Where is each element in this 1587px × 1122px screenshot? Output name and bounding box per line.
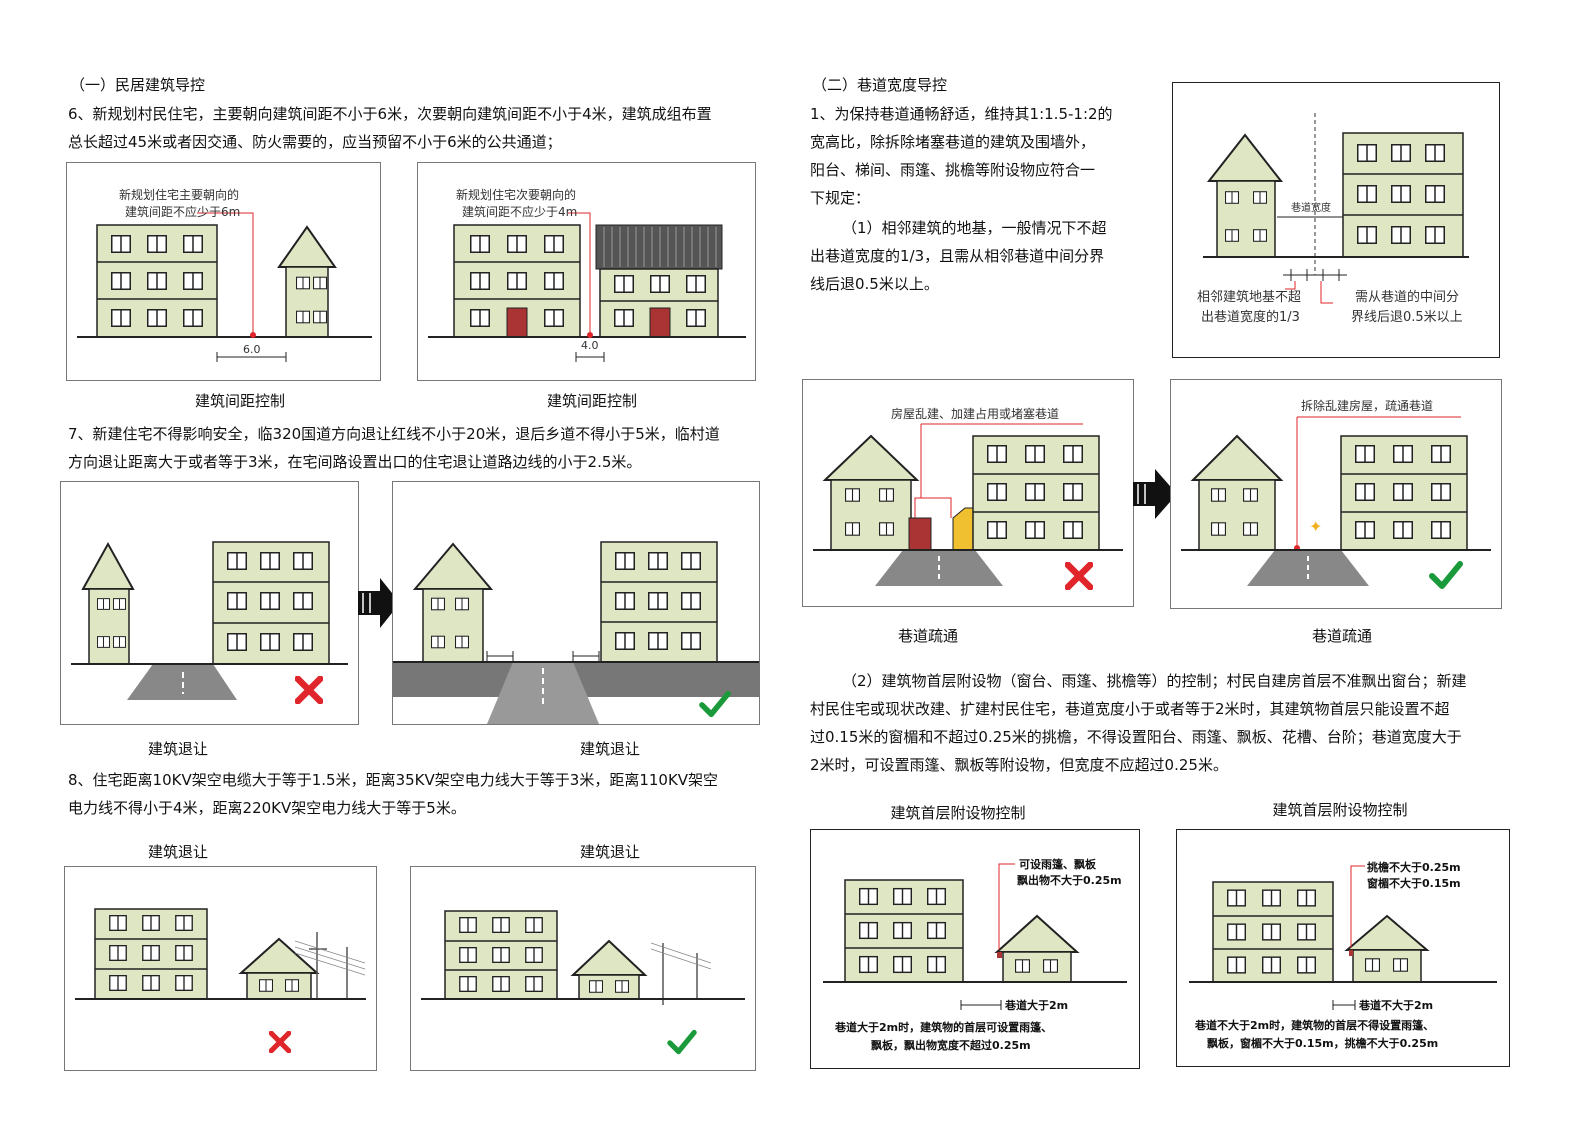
sub1-line3: 线后退0.5米以上。 bbox=[810, 275, 939, 293]
item8-line1: 8、住宅距离10KV架空电缆大于等于1.5米，距离35KV架空电力线大于等于3米… bbox=[68, 771, 719, 789]
figure-main-spacing: 新规划住宅主要朝向的 建筑间距不应少于6m 6.0 bbox=[66, 162, 381, 381]
caption-fig-e: 建筑退让 bbox=[147, 843, 208, 861]
figure-setback-after bbox=[392, 481, 760, 725]
caption-fig-k: 建筑首层附设物控制 bbox=[1272, 801, 1408, 819]
sub1-line2: 出巷道宽度的1/3，且需从相邻巷道中间分界 bbox=[810, 247, 1105, 265]
caption-fig-j: 建筑首层附设物控制 bbox=[890, 804, 1026, 822]
item7-line1: 7、新建住宅不得影响安全，临320国道方向退让红线不小于20米，退后乡道不得小于… bbox=[68, 425, 720, 443]
section-title-residential: （一）民居建筑导控 bbox=[70, 76, 206, 94]
figure-setback-before bbox=[60, 481, 359, 725]
caption-fig-c: 建筑退让 bbox=[147, 740, 208, 758]
fig-a-label1: 新规划住宅主要朝向的 bbox=[119, 187, 239, 202]
fig-j-note1: 可设雨篷、飘板 bbox=[1019, 857, 1097, 871]
figure-secondary-spacing: 新规划住宅次要朝向的 建筑间距不应少于4m 4.0 bbox=[417, 162, 756, 381]
fig-g-left-note2: 出巷道宽度的1/3 bbox=[1201, 309, 1300, 325]
caption-fig-d: 建筑退让 bbox=[579, 740, 640, 758]
item1-line1: 1、为保持巷道通畅舒适，维持其1:1.5-1:2的 bbox=[810, 105, 1113, 123]
svg-text:✦: ✦ bbox=[1309, 517, 1322, 536]
figure-powerline-after bbox=[410, 866, 756, 1071]
sub1-line1: （1）相邻建筑的地基，一般情况下不超 bbox=[842, 219, 1107, 237]
fig-k-bottom2: 飘板，窗楣不大于0.15m，挑檐不大于0.25m bbox=[1207, 1036, 1438, 1050]
fig-g-right-note2: 界线后退0.5米以上 bbox=[1351, 310, 1463, 325]
fig-b-label2: 建筑间距不应少于4m bbox=[462, 204, 577, 219]
figure-powerline-before bbox=[64, 866, 377, 1071]
caption-fig-i: 巷道疏通 bbox=[1311, 627, 1372, 645]
caption-fig-b: 建筑间距控制 bbox=[546, 392, 637, 410]
figure-alley-cleared: 拆除乱建房屋，疏通巷道 ✦ bbox=[1170, 379, 1502, 609]
fig-k-dim: 巷道不大于2m bbox=[1358, 998, 1433, 1012]
sub2-line4: 2米时，可设置雨篷、飘板等附设物，但宽度不应超过0.25米。 bbox=[810, 756, 1228, 774]
caption-fig-f: 建筑退让 bbox=[579, 843, 640, 861]
fig-j-bottom1: 巷道大于2m时，建筑物的首层可设置雨篷、 bbox=[834, 1020, 1052, 1034]
fig-b-dim: 4.0 bbox=[581, 339, 599, 352]
fig-j-note2: 飘出物不大于0.25m bbox=[1017, 873, 1122, 887]
figure-alley-width: 巷道宽度 相邻建筑地基不超 出巷道宽度的1/3 需从巷道的中间分 界线后退0.5… bbox=[1172, 82, 1500, 358]
fig-a-dim: 6.0 bbox=[243, 343, 261, 356]
arrow-right-icon-alley bbox=[1133, 469, 1177, 519]
fig-k-note1: 挑檐不大于0.25m bbox=[1367, 860, 1461, 874]
fig-b-label1: 新规划住宅次要朝向的 bbox=[456, 187, 576, 202]
item1-line2: 宽高比，除拆除堵塞巷道的建筑及围墙外， bbox=[810, 133, 1096, 151]
item1-line3: 阳台、梯间、雨篷、挑檐等附设物应符合一 bbox=[810, 161, 1096, 179]
item6-line1: 6、新规划村民住宅，主要朝向建筑间距不小于6米，次要朝向建筑间距不小于4米，建筑… bbox=[68, 105, 712, 123]
fig-j-dim: 巷道大于2m bbox=[1004, 998, 1068, 1012]
fig-k-bottom1: 巷道不大于2m时，建筑物的首层不得设置雨篷、 bbox=[1194, 1018, 1434, 1032]
item8-line2: 电力线不得小于4米，距离220KV架空电力线大于等于5米。 bbox=[68, 799, 466, 817]
fig-g-right-note1: 需从巷道的中间分 bbox=[1355, 289, 1459, 305]
sub2-line1: （2）建筑物首层附设物（窗台、雨篷、挑檐等）的控制；村民自建房首层不准飘出窗台；… bbox=[842, 672, 1467, 690]
figure-ground-floor-wide: 可设雨篷、飘板 飘出物不大于0.25m 巷道大于2m 巷道大于2m时，建筑物的首… bbox=[810, 829, 1140, 1069]
fig-g-left-note1: 相邻建筑地基不超 bbox=[1197, 289, 1301, 305]
caption-fig-a: 建筑间距控制 bbox=[194, 392, 285, 410]
fig-a-label2: 建筑间距不应少于6m bbox=[125, 204, 240, 219]
arrow-right-icon bbox=[358, 578, 400, 628]
sub2-line2: 村民住宅或现状改建、扩建村民住宅，巷道宽度小于或者等于2米时，其建筑物首层只能设… bbox=[810, 700, 1450, 718]
fig-h-label: 房屋乱建、加建占用或堵塞巷道 bbox=[891, 406, 1059, 421]
caption-fig-h: 巷道疏通 bbox=[897, 627, 958, 645]
sub2-line3: 过0.15米的窗楣和不超过0.25米的挑檐，不得设置阳台、雨篷、飘板、花槽、台阶… bbox=[810, 728, 1462, 746]
item6-line2: 总长超过45米或者因交通、防火需要的，应当预留不小于6米的公共通道； bbox=[68, 133, 562, 151]
item1-line4: 下规定： bbox=[810, 189, 871, 207]
fig-i-label: 拆除乱建房屋，疏通巷道 bbox=[1301, 398, 1433, 413]
fig-j-bottom2: 飘板，飘出物宽度不超过0.25m bbox=[871, 1038, 1031, 1052]
figure-alley-blocked: 房屋乱建、加建占用或堵塞巷道 bbox=[802, 379, 1134, 607]
section-title-alley: （二）巷道宽度导控 bbox=[812, 76, 948, 94]
fig-g-width-label: 巷道宽度 bbox=[1291, 201, 1331, 214]
item7-line2: 方向退让距离大于或者等于3米，在宅间路设置出口的住宅退让道路边线的小于2.5米。 bbox=[68, 453, 642, 471]
fig-k-note2: 窗楣不大于0.15m bbox=[1367, 876, 1461, 890]
figure-ground-floor-narrow: 挑檐不大于0.25m 窗楣不大于0.15m 巷道不大于2m 巷道不大于2m时，建… bbox=[1176, 829, 1510, 1067]
